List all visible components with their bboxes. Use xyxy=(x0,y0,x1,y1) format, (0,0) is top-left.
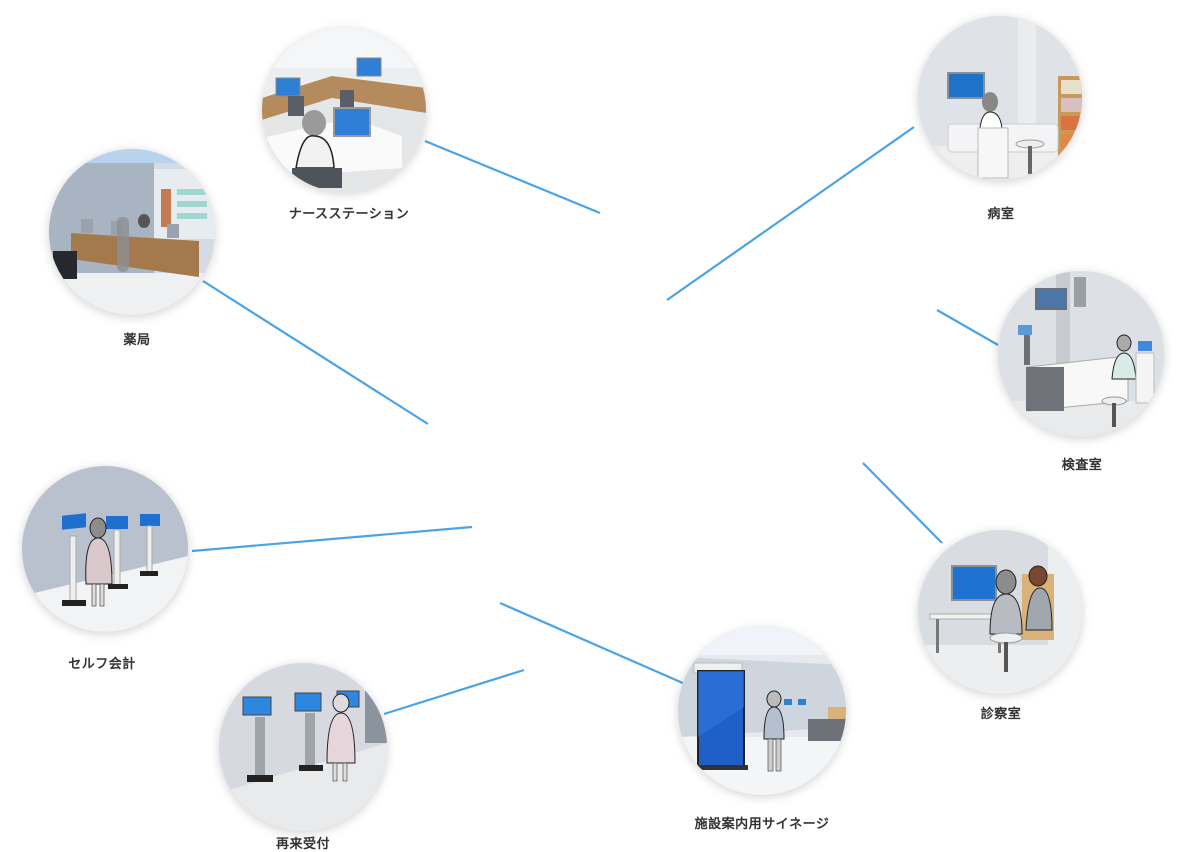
pharmacy-image xyxy=(49,149,215,315)
pharmacy-label: 薬局 xyxy=(123,333,151,348)
connector-pharmacy xyxy=(202,280,429,425)
facility-signage-image xyxy=(678,627,846,795)
facility-signage-label: 施設案内用サイネージ xyxy=(694,817,830,832)
consultation-room-image xyxy=(918,530,1082,694)
connector-facility-signage xyxy=(499,601,686,686)
consultation-room-label: 診察室 xyxy=(980,707,1022,722)
connector-revisit-reception xyxy=(383,668,525,716)
connector-ward xyxy=(666,126,915,301)
connector-nurse-station xyxy=(424,139,601,215)
ward-image xyxy=(918,16,1082,180)
revisit-reception-label: 再来受付 xyxy=(275,837,331,852)
nurse-station-image xyxy=(262,28,426,192)
exam-room-image xyxy=(998,271,1164,437)
self-checkout-label: セルフ会計 xyxy=(68,657,136,672)
nurse-station-label: ナースステーション xyxy=(288,207,410,222)
ward-label: 病室 xyxy=(987,207,1015,222)
connector-consultation-room xyxy=(862,462,943,544)
revisit-reception-image xyxy=(219,663,387,831)
connector-self-checkout xyxy=(191,525,473,553)
self-checkout-image xyxy=(22,466,188,632)
connector-exam-room xyxy=(936,309,999,346)
exam-room-label: 検査室 xyxy=(1061,458,1103,473)
